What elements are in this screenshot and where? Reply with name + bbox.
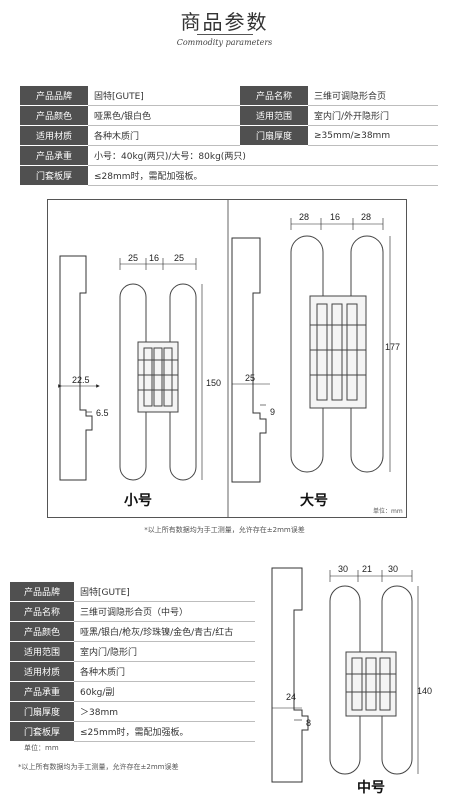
spec-label: 产品颜色 xyxy=(20,105,88,126)
spec-value: 各种木质门 xyxy=(74,661,255,682)
table-row: 产品承重 小号：40kg(两只)/大号：80kg(两只) xyxy=(20,145,438,166)
measurement-note-2: *以上所有数据均为手工测量，允许存在±2mm误差 xyxy=(18,763,179,771)
dim-offset-small: 6.5 xyxy=(96,408,109,418)
spec-label: 产品品牌 xyxy=(10,582,74,602)
dim-offset-large: 9 xyxy=(270,407,275,417)
table-row: 适用材质 各种木质门 门扇厚度 ≥35mm/≥38mm xyxy=(20,125,438,146)
spec-value: ＞38mm xyxy=(74,701,255,722)
table-row: 产品承重 60kg/副 xyxy=(10,681,255,702)
table-row: 门套板厚 ≤28mm时，需配加强板。 xyxy=(20,165,438,186)
table-row: 产品品牌 固特[GUTE] xyxy=(10,582,255,602)
spec-label: 门扇厚度 xyxy=(10,701,74,722)
spec-table-main: 产品品牌 固特[GUTE] 产品名称 三维可调隐形合页 产品颜色 哑黑色/银白色… xyxy=(20,86,438,186)
door-profile-large xyxy=(231,237,267,483)
dim-top-left-medium: 30 xyxy=(338,564,348,574)
spec-table-medium: 产品品牌 固特[GUTE] 产品名称 三维可调隐形合页（中号） 产品颜色 哑黑/… xyxy=(10,582,255,742)
diagram-label-small: 小号 xyxy=(124,493,152,509)
spec-value: ≤25mm时，需配加强板。 xyxy=(74,721,255,742)
spec-label: 产品名称 xyxy=(10,601,74,622)
spec-value: 室内门/外开隐形门 xyxy=(308,105,438,126)
table-row: 门扇厚度 ＞38mm xyxy=(10,701,255,722)
diagram-box: 22.5 6.5 25 16 25 150 小号 xyxy=(47,199,407,518)
table-row: 门套板厚 ≤25mm时，需配加强板。 xyxy=(10,721,255,742)
table-row: 产品名称 三维可调隐形合页（中号） xyxy=(10,601,255,622)
spec-value: ≤28mm时，需配加强板。 xyxy=(88,165,438,186)
table-row: 产品颜色 哑黑/银白/枪灰/珍珠镍/金色/青古/红古 xyxy=(10,621,255,642)
hinge-diagram-medium: 24 8 30 21 30 140 中号 xyxy=(271,564,432,795)
dim-depth-large: 25 xyxy=(245,373,255,383)
spec-value: 室内门/隐形门 xyxy=(74,641,255,662)
dim-offset-medium: 8 xyxy=(306,718,311,728)
measurement-note: *以上所有数据均为手工测量，允许存在±2mm误差 xyxy=(144,526,305,534)
spec-value: 哑黑色/银白色 xyxy=(88,105,240,126)
spec-label: 产品品牌 xyxy=(20,86,88,106)
spec-value: 固特[GUTE] xyxy=(88,86,240,106)
spec-value: 固特[GUTE] xyxy=(74,582,255,602)
spec-value: ≥35mm/≥38mm xyxy=(308,125,438,146)
dim-top-mid-large: 16 xyxy=(330,212,340,222)
spec-label: 产品名称 xyxy=(240,86,308,106)
dim-top-right-large: 28 xyxy=(361,212,371,222)
table-row: 产品品牌 固特[GUTE] 产品名称 三维可调隐形合页 xyxy=(20,86,438,106)
dim-top-right-small: 25 xyxy=(174,253,184,263)
table-row: 适用范围 室内门/隐形门 xyxy=(10,641,255,662)
hinge-small xyxy=(119,283,197,481)
spec-label: 适用材质 xyxy=(20,125,88,146)
hinge-medium xyxy=(329,585,413,775)
unit-label-2: 单位：mm xyxy=(24,744,59,752)
spec-value: 三维可调隐形合页（中号） xyxy=(74,601,255,622)
unit-label: 单位：mm xyxy=(373,507,403,515)
dim-top-mid-medium: 21 xyxy=(362,564,372,574)
spec-label: 门套板厚 xyxy=(20,165,88,186)
spec-label: 门扇厚度 xyxy=(240,125,308,146)
dim-depth-medium: 24 xyxy=(286,692,296,702)
spec-label: 适用范围 xyxy=(10,641,74,662)
page-title: 商品参数 xyxy=(180,10,269,34)
table-row: 产品颜色 哑黑色/银白色 适用范围 室内门/外开隐形门 xyxy=(20,105,438,126)
dim-top-left-small: 25 xyxy=(128,253,138,263)
diagram-label-medium: 中号 xyxy=(357,779,385,795)
hinge-large xyxy=(290,235,384,473)
diagram-label-large: 大号 xyxy=(300,492,328,509)
spec-value: 哑黑/银白/枪灰/珍珠镍/金色/青古/红古 xyxy=(74,621,255,642)
table-row: 适用材质 各种木质门 xyxy=(10,661,255,682)
dim-top-left-large: 28 xyxy=(299,212,309,222)
hinge-diagram-small-large: 22.5 6.5 25 16 25 150 小号 xyxy=(58,200,403,517)
spec-value: 60kg/副 xyxy=(74,681,255,702)
spec-value: 三维可调隐形合页 xyxy=(308,86,438,106)
title-underline xyxy=(197,34,253,35)
door-profile-small xyxy=(59,255,93,481)
dim-height-medium: 140 xyxy=(417,686,432,696)
dim-top-mid-small: 16 xyxy=(149,253,159,263)
spec-label: 产品颜色 xyxy=(10,621,74,642)
spec-label: 产品承重 xyxy=(20,145,88,166)
door-profile-medium xyxy=(271,567,309,783)
page-subtitle: Commodity parameters xyxy=(176,38,273,47)
spec-value: 小号：40kg(两只)/大号：80kg(两只) xyxy=(88,145,438,166)
dim-top-right-medium: 30 xyxy=(388,564,398,574)
spec-label: 适用材质 xyxy=(10,661,74,682)
dim-height-large: 177 xyxy=(385,342,400,352)
dim-height-small: 150 xyxy=(206,378,221,388)
spec-label: 适用范围 xyxy=(240,105,308,126)
spec-label: 门套板厚 xyxy=(10,721,74,742)
spec-label: 产品承重 xyxy=(10,681,74,702)
spec-value: 各种木质门 xyxy=(88,125,240,146)
dim-depth-small: 22.5 xyxy=(72,375,90,385)
